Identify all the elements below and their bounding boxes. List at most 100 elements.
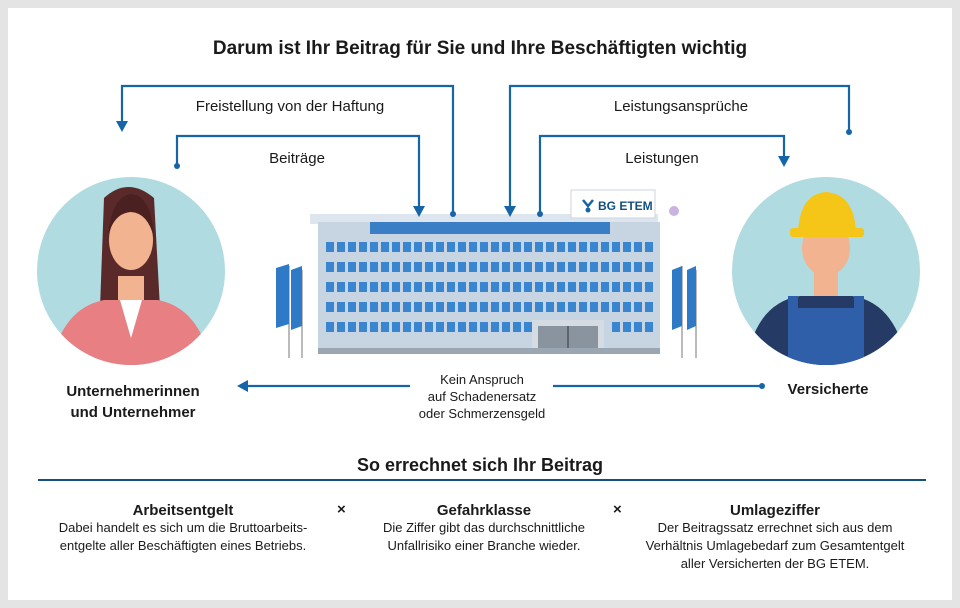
building-window (425, 282, 433, 292)
building-window (590, 262, 598, 272)
flag-poles-left (276, 264, 303, 358)
building-window (579, 262, 587, 272)
calculation-title: So errechnet sich Ihr Beitrag (356, 455, 604, 475)
factor-line2: Unfallrisiko einer Branche wieder. (387, 538, 581, 553)
building-window (447, 242, 455, 252)
building-window (557, 282, 565, 292)
diagram-graphics (37, 84, 926, 481)
building-window (579, 242, 587, 252)
building-window (381, 302, 389, 312)
factor-gefahrklasse: Gefahrklasse Die Ziffer gibt das durchsc… (354, 502, 614, 555)
building-window (623, 282, 631, 292)
building-window (403, 302, 411, 312)
building-window (326, 282, 334, 292)
label-insured: Versicherte (787, 381, 869, 398)
building-window (590, 242, 598, 252)
building-window (579, 302, 587, 312)
building-window (601, 282, 609, 292)
building-window (535, 302, 543, 312)
label-freistellung: Freistellung von der Haftung (195, 98, 385, 115)
building-window (513, 262, 521, 272)
building-window (546, 262, 554, 272)
building-window (524, 262, 532, 272)
building-window (425, 302, 433, 312)
building-window (623, 262, 631, 272)
building-window (480, 282, 488, 292)
building-window (403, 242, 411, 252)
building-window (447, 302, 455, 312)
building-window (491, 262, 499, 272)
building-window (414, 302, 422, 312)
multiply-operator-1: × (337, 501, 346, 518)
label-employers-line2: und Unternehmer (70, 404, 196, 421)
building-window (634, 282, 642, 292)
building-window (348, 242, 356, 252)
building-window (480, 322, 488, 332)
building-window (370, 322, 378, 332)
building-window (359, 242, 367, 252)
building-window (645, 242, 653, 252)
building-window (480, 242, 488, 252)
building-window (568, 282, 576, 292)
building-window (403, 262, 411, 272)
factor-title: Umlageziffer (729, 502, 821, 519)
building-window (392, 302, 400, 312)
building-window (370, 262, 378, 272)
building-window (491, 282, 499, 292)
building-window (381, 242, 389, 252)
building-window (392, 242, 400, 252)
building-window (436, 302, 444, 312)
building-window (634, 242, 642, 252)
building-window (513, 242, 521, 252)
diagram-title: Darum ist Ihr Beitrag für Sie und Ihre B… (212, 38, 748, 59)
factor-line1: Der Beitragssatz errechnet sich aus dem (657, 520, 893, 535)
building-window (568, 262, 576, 272)
building-window (513, 322, 521, 332)
building-window (623, 242, 631, 252)
building-window (458, 242, 466, 252)
building-window (469, 322, 477, 332)
insured-worker-avatar (732, 177, 920, 365)
building-window (645, 302, 653, 312)
building-window (557, 302, 565, 312)
building-window (381, 322, 389, 332)
building-window (458, 262, 466, 272)
building-window (568, 302, 576, 312)
building-window (337, 322, 345, 332)
building-window (546, 302, 554, 312)
building-window (348, 282, 356, 292)
factor-line2: Verhältnis Umlagebedarf zum Gesamtentgel… (645, 538, 905, 553)
building-window (381, 262, 389, 272)
building-window (326, 302, 334, 312)
factor-umlageziffer: Umlageziffer Der Beitragssatz errechnet … (620, 502, 930, 573)
flow-arrows (116, 84, 852, 392)
building-window (447, 322, 455, 332)
building-window (623, 322, 631, 332)
building-window (524, 282, 532, 292)
building-window (359, 322, 367, 332)
building-window (645, 262, 653, 272)
building-window (458, 322, 466, 332)
building-window (612, 302, 620, 312)
building-window (348, 322, 356, 332)
building-window (524, 322, 532, 332)
building-sign-text: BG ETEM (598, 199, 653, 213)
building-window (392, 322, 400, 332)
building-window (601, 242, 609, 252)
building-window (524, 302, 532, 312)
building-window (502, 322, 510, 332)
building-window (359, 282, 367, 292)
building-window (348, 262, 356, 272)
building-window (502, 262, 510, 272)
factor-line1: Dabei handelt es sich um die Bruttoarbei… (58, 520, 308, 535)
building-window (392, 282, 400, 292)
building-window (601, 302, 609, 312)
building-window (612, 242, 620, 252)
building-window (458, 302, 466, 312)
building-window (634, 262, 642, 272)
building-window (568, 242, 576, 252)
building-window (480, 262, 488, 272)
building-window (502, 282, 510, 292)
label-beitraege: Beiträge (269, 150, 325, 167)
building-window (326, 242, 334, 252)
